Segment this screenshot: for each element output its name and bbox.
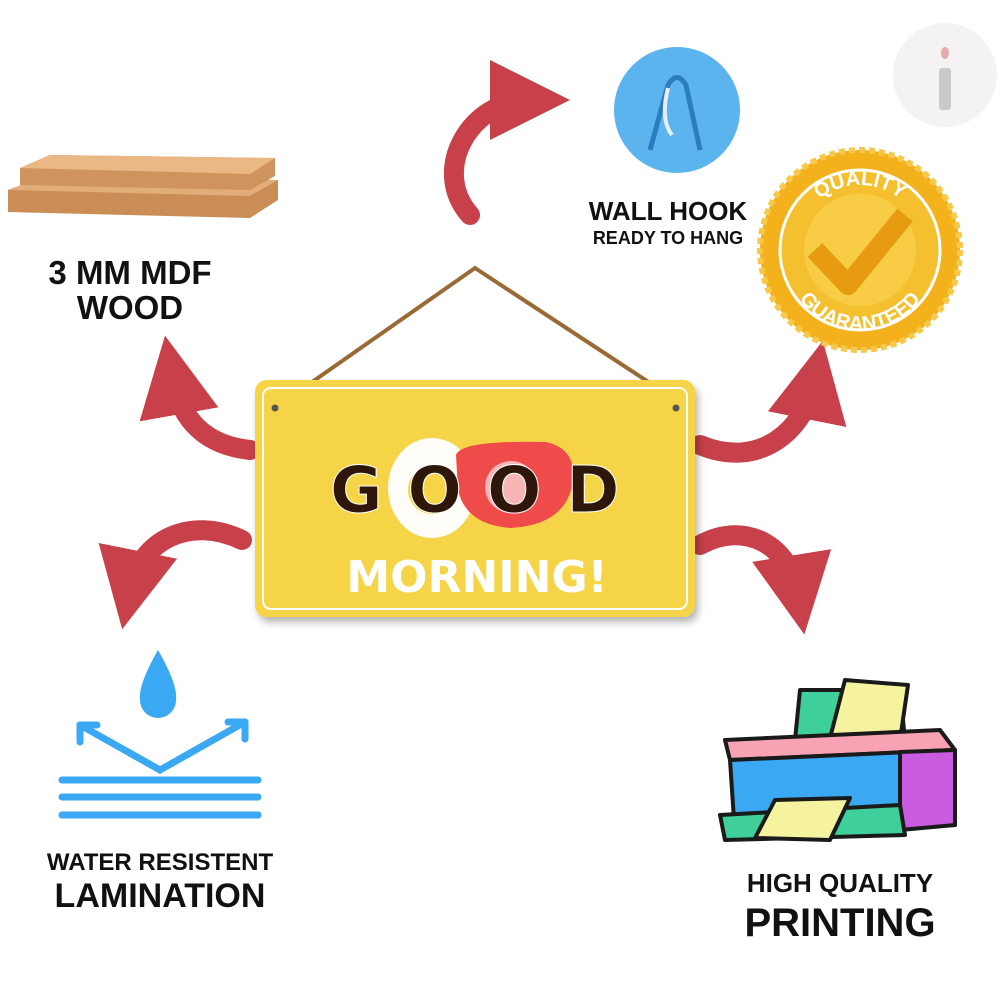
arrow-to-water-icon	[98, 520, 252, 630]
wood-label-line2: WOOD	[77, 289, 183, 326]
arrow-to-badge-icon	[690, 340, 847, 463]
water-label-line1: WATER RESISTENT	[47, 849, 274, 876]
printer-icon	[718, 678, 957, 842]
mdf-wood-icon	[8, 155, 278, 218]
arrow-to-hook-icon	[443, 60, 570, 225]
quality-guaranteed-badge-icon: QUALITY GUARANTEED	[757, 147, 963, 353]
wall-hook-icon	[614, 47, 740, 173]
water-label-line2: LAMINATION	[55, 877, 266, 915]
brand-logo-icon	[893, 23, 997, 127]
hanging-rope	[273, 265, 690, 410]
printing-label-line2: PRINTING	[744, 901, 935, 945]
water-resistant-icon	[58, 650, 262, 819]
sign-word2: MORNING!	[346, 552, 607, 603]
arrow-to-wood-icon	[139, 335, 260, 460]
hook-label-title: WALL HOOK	[589, 196, 748, 226]
sign-illustration	[388, 438, 585, 538]
arrow-icons	[98, 60, 847, 635]
printing-label-line1: HIGH QUALITY	[747, 868, 933, 898]
arrow-to-printer-icon	[690, 525, 832, 635]
sign-word1: GOOD	[330, 454, 644, 528]
hook-label-subtitle: READY TO HANG	[593, 228, 743, 248]
wood-label-line1: 3 MM MDF	[48, 254, 211, 291]
